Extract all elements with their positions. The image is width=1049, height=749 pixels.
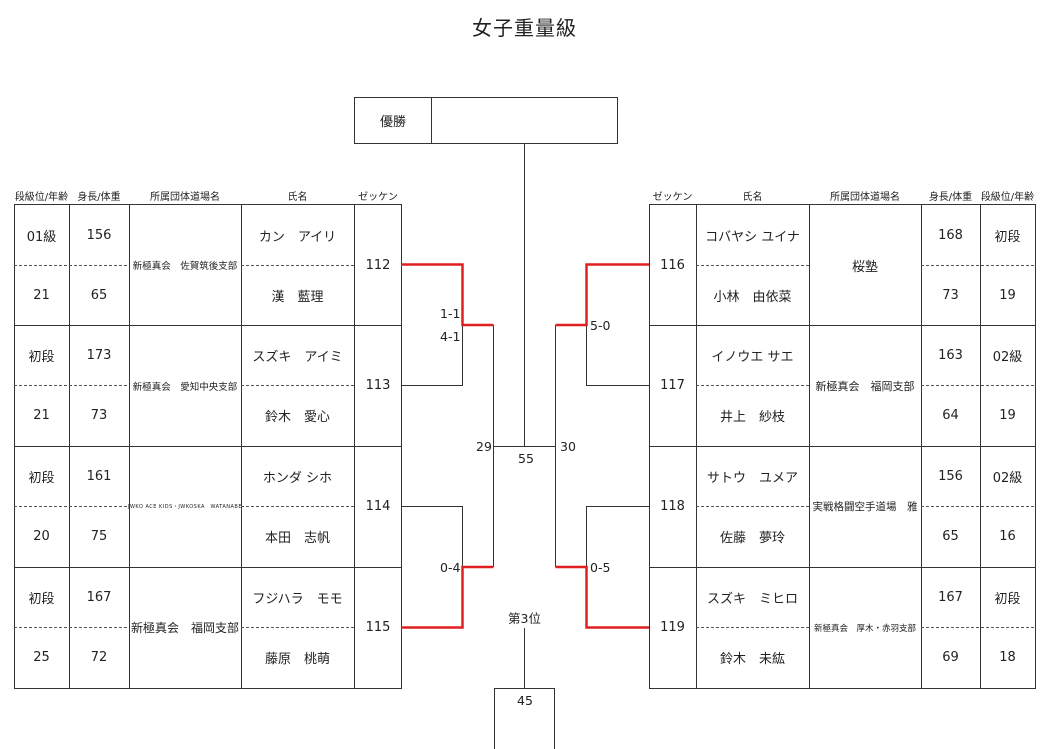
right-player-2-age: 19 (999, 408, 1016, 423)
right-player-2-height: 163 (938, 347, 963, 363)
final-bout: 55 (518, 451, 534, 466)
left-player-1-name: 漢 藍理 (271, 289, 324, 305)
right-player-3-kana: サトウ ユメア (706, 470, 798, 486)
right-player-4-rank: 初段 (994, 591, 1021, 607)
left-player-2-age: 21 (33, 408, 50, 423)
right-player-4-height: 167 (938, 589, 963, 605)
left-player-1-bib: 112 (365, 257, 391, 273)
left-player-3-weight: 75 (90, 529, 108, 544)
third-place-label: 第3位 (508, 611, 541, 626)
right-player-2-weight: 64 (942, 408, 959, 423)
right-player-3-rank: 02級 (992, 470, 1023, 486)
header-rank-age-left: 段級位/年齢 (14, 192, 69, 203)
right-player-2-club: 新極真会 福岡支部 (815, 379, 915, 393)
left-player-2-weight: 73 (90, 408, 108, 423)
left-player-1-kana: カン アイリ (258, 229, 337, 245)
right-player-1-bib: 116 (660, 257, 685, 273)
right-player-1-weight: 73 (942, 287, 959, 303)
right-player-3-bib: 118 (660, 499, 685, 514)
champion-label: 優勝 (379, 114, 406, 130)
header-bib-right: ゼッケン (652, 192, 693, 203)
page-title: 女子重量級 (472, 16, 577, 40)
left-player-4-bib: 115 (365, 620, 391, 635)
right-player-2-kana: イノウエ サエ (711, 349, 794, 365)
right-final-bout: 30 (560, 439, 576, 454)
left-semi-top-score: 4-1 (440, 329, 461, 344)
left-player-4-age: 25 (33, 650, 50, 665)
right-player-4-kana: スズキ ミヒロ (706, 591, 798, 607)
left-semi-top-bout: 1-1 (440, 306, 461, 321)
left-semi-bottom-score: 0-4 (440, 560, 461, 575)
left-player-3-club: JWKO ACE KIDS・JWKOSKA WATANABE (128, 504, 242, 510)
right-semi-bottom-score: 0-5 (590, 560, 611, 575)
header-club-right: 所属団体道場名 (830, 192, 900, 203)
right-player-1-rank: 初段 (994, 229, 1021, 245)
left-player-4-height: 167 (86, 589, 112, 605)
right-player-1-kana: コバヤシ ユイナ (705, 229, 800, 245)
header-name-right: 氏名 (742, 192, 763, 203)
right-player-4-age: 18 (999, 650, 1016, 665)
left-player-3-rank: 初段 (28, 470, 55, 486)
right-player-2-name: 井上 紗枝 (719, 410, 785, 425)
right-player-3-club: 実戦格闘空手道場 雅 (812, 501, 918, 513)
right-player-3-age: 16 (999, 529, 1016, 544)
right-player-1-name: 小林 由依菜 (713, 289, 792, 305)
left-player-3-age: 20 (33, 529, 50, 544)
left-player-2-bib: 113 (365, 378, 391, 393)
left-player-3-height: 161 (86, 468, 112, 484)
left-player-4-name: 藤原 桃萌 (264, 652, 330, 667)
right-player-2-bib: 117 (660, 378, 685, 393)
right-player-1-club: 桜塾 (851, 259, 878, 275)
right-player-3-height: 156 (938, 468, 963, 484)
left-player-4-rank: 初段 (28, 591, 55, 607)
left-player-3-kana: ホンダ シホ (262, 470, 333, 486)
left-player-2-club: 新極真会 愛知中央支部 (132, 381, 238, 393)
left-player-3-name: 本田 志帆 (264, 531, 330, 546)
header-name-left: 氏名 (287, 192, 308, 203)
header-bib-left: ゼッケン (358, 192, 398, 203)
left-player-1-rank: 01級 (26, 229, 57, 245)
left-player-4-kana: フジハラ モモ (252, 591, 343, 607)
left-player-1-height: 156 (86, 227, 112, 243)
header-rank-age-right: 段級位/年齢 (980, 192, 1035, 203)
left-player-3-bib: 114 (365, 499, 391, 514)
right-player-3-name: 佐藤 夢玲 (719, 531, 785, 546)
right-player-2-rank: 02級 (992, 349, 1023, 365)
header-height-weight-left: 身長/体重 (77, 192, 121, 203)
right-player-4-weight: 69 (942, 650, 959, 665)
right-player-4-name: 鈴木 未紘 (719, 652, 785, 667)
left-player-2-height: 173 (86, 347, 112, 363)
right-player-3-weight: 65 (942, 529, 959, 544)
right-player-4-club: 新極真会 厚木・赤羽支部 (813, 623, 916, 634)
right-player-4-bib: 119 (660, 620, 685, 635)
left-player-2-kana: スズキ アイミ (252, 349, 343, 365)
left-player-2-name: 鈴木 愛心 (264, 410, 330, 425)
header-height-weight-right: 身長/体重 (928, 192, 973, 203)
left-player-1-age: 21 (33, 287, 50, 303)
left-player-1-club: 新極真会 佐賀筑後支部 (132, 261, 238, 272)
right-player-1-height: 168 (938, 227, 963, 243)
left-player-4-weight: 72 (90, 650, 108, 665)
third-place-bout: 45 (517, 693, 533, 708)
header-club-left: 所属団体道場名 (150, 192, 220, 203)
right-semi-top-score: 5-0 (590, 318, 611, 333)
left-player-1-weight: 65 (90, 287, 108, 303)
left-player-2-rank: 初段 (28, 349, 55, 365)
right-player-1-age: 19 (999, 287, 1016, 303)
left-final-bout: 29 (476, 439, 492, 454)
left-player-4-club: 新極真会 福岡支部 (130, 621, 239, 635)
